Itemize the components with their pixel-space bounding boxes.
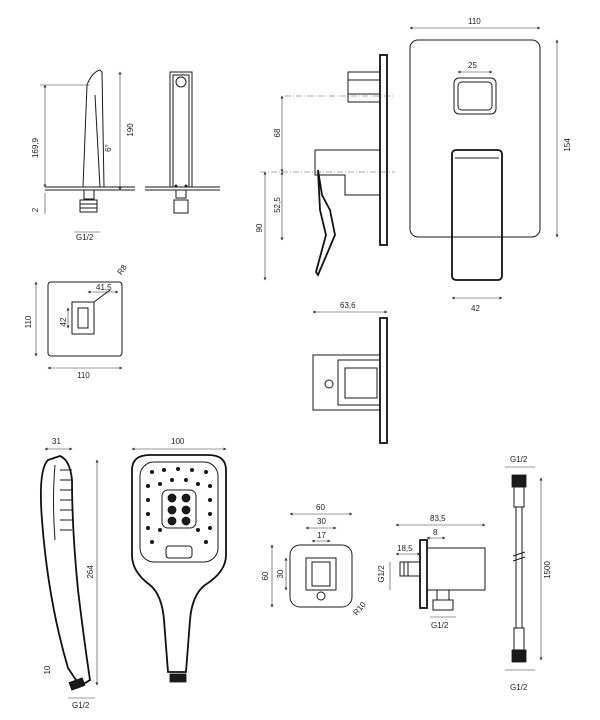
shower-depth-label: 31 — [52, 437, 61, 446]
hose-thread-bottom-label: G1/2 — [510, 683, 528, 692]
button-size-label: 25 — [468, 61, 477, 70]
hose-length-label: 1500 — [543, 561, 552, 579]
outlet-hole-label: 17 — [317, 531, 326, 540]
outlet-radius-label: R10 — [351, 600, 368, 617]
outlet-front-view: 60 30 17 60 30 R10 — [261, 503, 368, 617]
spout-top-view: 110 110 41,5 R8 42 — [24, 263, 129, 380]
plate-height-label: 110 — [24, 315, 33, 328]
spout-height-label: 169,9 — [31, 137, 40, 158]
mixer-height-label: 154 — [563, 138, 572, 152]
side-nozzles — [60, 469, 72, 531]
radius-label: R8 — [116, 263, 130, 277]
outlet-thread-side-label: G1/2 — [377, 565, 386, 583]
center-nozzle-pads — [167, 493, 191, 526]
shower-length-label: 264 — [86, 565, 95, 579]
lever-width-label: 42 — [471, 304, 480, 313]
shower-thread-label: G1/2 — [72, 701, 90, 710]
hand-shower-front-view: 100 — [131, 437, 227, 683]
outlet-height-label: 60 — [261, 571, 270, 580]
outlet-side-view: 83,5 8 18,5 G1/2 G1/2 — [377, 514, 486, 630]
mixer-side-view: 68 52,5 90 — [255, 54, 395, 281]
shower-neck-label: 10 — [43, 665, 52, 674]
plate-width-label: 110 — [77, 371, 90, 380]
outlet-offset-label: 18,5 — [397, 544, 413, 553]
spout-total-height-label: 190 — [126, 123, 135, 137]
hose-view: G1/2 1500 G1/2 — [505, 455, 552, 692]
outlet-inner-label: 30 — [317, 517, 326, 526]
spray-nozzles — [145, 466, 212, 545]
outlet-inner-height-label: 30 — [276, 569, 285, 578]
mixer-top-view: 63,6 — [312, 301, 388, 444]
outlet-thread-bottom-label: G1/2 — [431, 621, 449, 630]
hand-shower-side-view: 31 264 10 G1/2 — [39, 437, 99, 710]
offset-label: 41,5 — [96, 283, 112, 292]
spout-thread-label: G1/2 — [76, 233, 94, 242]
outlet-pin-label: 8 — [433, 528, 438, 537]
spout-gap-label: 2 — [31, 207, 40, 212]
mixer-front-view: 110 25 154 42 — [409, 17, 572, 313]
outlet-depth-label: 83,5 — [430, 514, 446, 523]
spout-angle-label: 6° — [104, 144, 113, 152]
mixer-depth-label: 63,6 — [340, 301, 356, 310]
mixer-top-offset-label: 68 — [273, 128, 282, 137]
outlet-width-label: 60 — [316, 503, 325, 512]
mixer-total-label: 90 — [255, 223, 264, 232]
spout-front-view — [145, 71, 220, 214]
shower-width-label: 100 — [171, 437, 185, 446]
spout-side-view: 169,9 2 190 6° G1/2 — [31, 69, 135, 242]
mixer-lower-offset-label: 52,5 — [273, 197, 282, 213]
hose-thread-top-label: G1/2 — [510, 455, 528, 464]
spout-inner-label: 42 — [59, 317, 68, 326]
mixer-width-label: 110 — [468, 17, 481, 26]
